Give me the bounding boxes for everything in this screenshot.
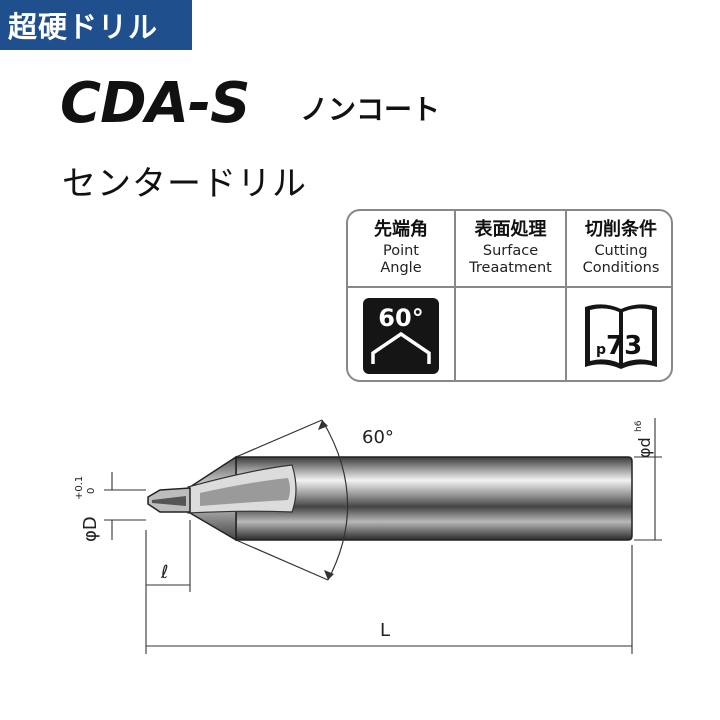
point-angle-icon: 60° <box>363 298 439 374</box>
spec-header-jp: 表面処理 <box>474 219 547 241</box>
tip-tolerance-lower: 0 <box>86 488 97 494</box>
spec-table: 先端角 Point Angle 表面処理 Surface Treaatment … <box>346 209 673 382</box>
center-drill-drawing: 60° φD +0.1 0 ℓ L φd h6 <box>74 418 662 654</box>
page-number: 73 <box>606 331 643 361</box>
point-angle-value: 60° <box>378 304 424 332</box>
spec-header-en-2: Angle <box>380 259 422 276</box>
product-code: CDA-S <box>60 71 250 136</box>
tip-tolerance-upper: +0.1 <box>74 476 85 500</box>
spec-header-en-2: Treaatment <box>469 259 552 276</box>
spec-header-cutting-conditions: 切削条件 Cutting Conditions <box>567 211 671 288</box>
spec-cell-cutting-conditions[interactable]: p 73 <box>567 288 671 380</box>
spec-header-point-angle: 先端角 Point Angle <box>348 211 456 288</box>
spec-header-en-1: Cutting <box>594 243 648 260</box>
spec-header-surface-treatment: 表面処理 Surface Treaatment <box>456 211 567 288</box>
page-prefix: p <box>596 342 607 358</box>
spec-header-en-1: Surface <box>482 243 539 260</box>
coating-label: ノンコート <box>300 93 441 126</box>
shank-tolerance: h6 <box>634 420 644 432</box>
spec-cell-surface-treatment <box>456 288 567 380</box>
overall-length-label: L <box>380 620 390 641</box>
book-page-icon[interactable]: p 73 <box>581 297 661 375</box>
product-type: センタードリル <box>62 164 307 204</box>
spec-header-en-2: Conditions <box>582 259 660 276</box>
spec-header-jp: 切削条件 <box>585 219 657 241</box>
shank-diameter-label: φd <box>635 437 654 458</box>
spec-header-jp: 先端角 <box>374 219 428 241</box>
cutting-conditions-page-ref: p 73 <box>596 331 642 361</box>
spec-cell-point-angle: 60° <box>348 288 456 380</box>
overall-length-dimension <box>145 545 633 654</box>
tip-length-label: ℓ <box>160 562 168 583</box>
category-tab: 超硬ドリル <box>0 0 192 50</box>
spec-header-en-1: Point <box>382 243 419 260</box>
drill-body <box>147 455 633 542</box>
shank-diameter-dimension <box>634 418 662 541</box>
angle-label: 60° <box>362 427 394 448</box>
tip-length-dimension <box>145 520 191 592</box>
angle-dimension <box>235 419 349 581</box>
tip-diameter-dimension <box>104 472 146 540</box>
tip-diameter-label: φD <box>80 516 101 542</box>
